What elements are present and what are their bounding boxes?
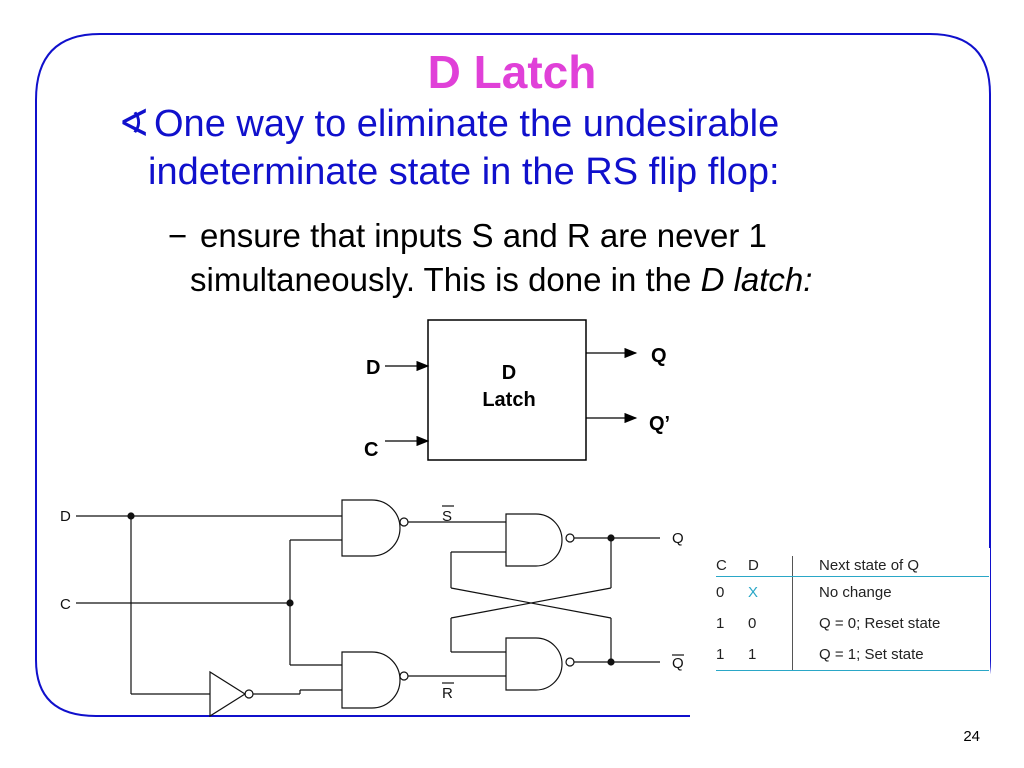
circuit-label-s: S bbox=[442, 508, 452, 525]
bullet-text-1: One way to eliminate the undesirable bbox=[154, 103, 780, 145]
sub-bullet-text-2: simultaneously. This is done in the bbox=[190, 261, 701, 298]
cell-next-state: No change bbox=[819, 584, 892, 601]
nand-bottom-bubble bbox=[399, 671, 409, 681]
inverter-gate bbox=[209, 670, 247, 718]
circuit-label-qbar: Q bbox=[672, 655, 684, 672]
junction-d bbox=[127, 512, 135, 520]
cell-c: 1 bbox=[716, 639, 748, 671]
wire-qbar-cross bbox=[450, 587, 612, 619]
latch-box bbox=[427, 319, 587, 461]
nand-gate-latch-top bbox=[505, 513, 563, 567]
cell-d: X bbox=[748, 576, 793, 608]
sub-bullet: −ensure that inputs S and R are never 1 … bbox=[168, 214, 968, 302]
bullet-marker-icon: ∢ bbox=[118, 103, 150, 145]
bullet-line-1: ∢One way to eliminate the undesirable bbox=[118, 100, 938, 148]
truth-table: C D Next state of Q 0 X No change 1 0 Q … bbox=[716, 556, 989, 671]
input-d-label: D bbox=[366, 357, 380, 379]
page-number: 24 bbox=[963, 728, 980, 745]
nand-gate-bottom bbox=[341, 651, 401, 709]
circuit-label-q: Q bbox=[672, 530, 684, 547]
inverter-bubble bbox=[244, 689, 254, 699]
col-c: C bbox=[716, 556, 748, 577]
col-d: D bbox=[748, 556, 793, 577]
cell-next-state: Q = 0; Reset state bbox=[819, 615, 941, 632]
truth-table-header: C D Next state of Q bbox=[716, 556, 989, 577]
nand-gate-latch-bottom bbox=[505, 637, 563, 691]
col-next-state: Next state of Q bbox=[792, 556, 989, 577]
main-bullet: ∢One way to eliminate the undesirable in… bbox=[118, 100, 938, 196]
cell-c: 0 bbox=[716, 584, 725, 601]
cell-next-state: Q = 1; Set state bbox=[792, 639, 989, 671]
circuit-label-d: D bbox=[60, 508, 71, 525]
cell-d: 1 bbox=[748, 639, 793, 671]
sub-bullet-italic: D latch: bbox=[700, 261, 813, 298]
circuit-label-r: R bbox=[442, 685, 453, 702]
latch-top-bubble bbox=[565, 533, 575, 543]
latch-box-label-d: D bbox=[502, 362, 516, 384]
nand-gate-top bbox=[341, 499, 401, 557]
input-c-label: C bbox=[364, 439, 378, 461]
circuit-label-c: C bbox=[60, 596, 71, 613]
latch-box-label-latch: Latch bbox=[482, 389, 535, 411]
table-row: 1 0 Q = 0; Reset state bbox=[716, 608, 989, 639]
slide-title: D Latch bbox=[427, 46, 597, 98]
output-q-label: Q bbox=[651, 345, 667, 367]
nand-top-bubble bbox=[399, 517, 409, 527]
sub-bullet-line-2: simultaneously. This is done in the D la… bbox=[168, 258, 968, 302]
latch-bottom-bubble bbox=[565, 657, 575, 667]
sub-bullet-line-1: −ensure that inputs S and R are never 1 bbox=[168, 214, 968, 258]
cell-c: 1 bbox=[716, 615, 725, 632]
table-row: 1 1 Q = 1; Set state bbox=[716, 639, 989, 671]
junction-c bbox=[286, 599, 294, 607]
dash-marker: − bbox=[168, 217, 188, 254]
table-row: 0 X No change bbox=[716, 576, 989, 608]
sub-bullet-text-1: ensure that inputs S and R are never 1 bbox=[200, 217, 767, 254]
bullet-text-2: indeterminate state in the RS flip flop: bbox=[148, 151, 780, 193]
output-qbar-label: Q’ bbox=[649, 413, 670, 435]
cell-d: 0 bbox=[748, 608, 793, 639]
